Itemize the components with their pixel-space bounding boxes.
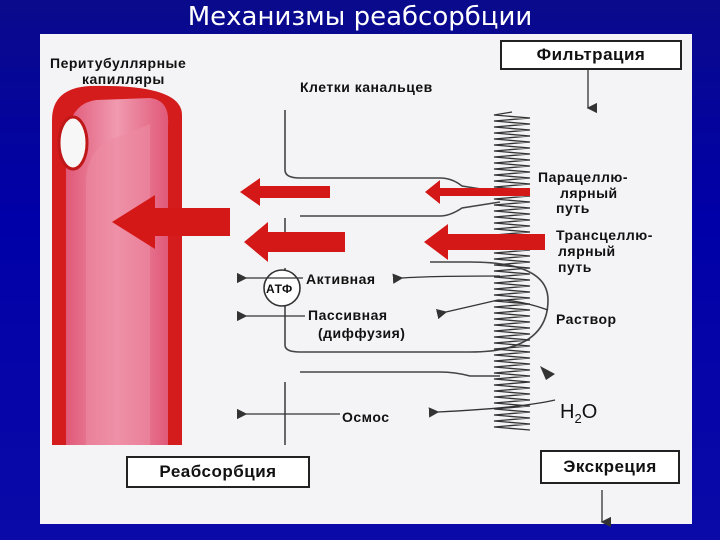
reabsorption-big-arrow (112, 195, 230, 249)
excretion-box: Экскреция (540, 450, 680, 484)
passive-transport-label-2: (диффузия) (318, 325, 406, 341)
capillaries-label-1: Перитубуллярные (50, 55, 187, 71)
transcellular-label-3: путь (558, 259, 592, 275)
atp-label: АТФ (266, 282, 293, 296)
paracellular-label-3: путь (556, 200, 590, 216)
filtration-box: Фильтрация (500, 40, 682, 70)
paracellular-arrow (425, 180, 530, 204)
tubule-cells-label: Клетки канальцев (300, 79, 433, 95)
transcellular-out-arrow (244, 222, 345, 262)
atp-circle (263, 269, 301, 307)
water-o: O (581, 401, 598, 423)
brush-border (493, 111, 531, 431)
passive-transport-label-1: Пассивная (308, 307, 388, 323)
water-arrow-head (540, 366, 555, 380)
water-formula: H2O (560, 402, 597, 429)
capillaries-label-2: капилляры (82, 71, 165, 87)
water-h: H (560, 401, 575, 423)
osmosis-label: Осмос (342, 409, 390, 425)
active-transport-label: Активная (306, 271, 376, 287)
capillary-vessel (52, 85, 182, 445)
paracellular-out-arrow (240, 178, 330, 206)
paracellular-label-2: лярный (560, 185, 618, 201)
water-subscript: 2 (574, 411, 582, 426)
slide-title: Механизмы реабсорбции (187, 2, 533, 32)
transcellular-arrow (424, 224, 545, 260)
reabsorption-box: Реабсорбция (126, 456, 310, 488)
solution-label: Раствор (556, 311, 617, 327)
paracellular-label-1: Парацеллю- (538, 169, 628, 185)
thin-arrows (236, 70, 612, 528)
transcellular-label-1: Трансцеллю- (556, 227, 653, 243)
transcellular-label-2: лярный (558, 243, 616, 259)
vessel-opening (57, 115, 89, 171)
